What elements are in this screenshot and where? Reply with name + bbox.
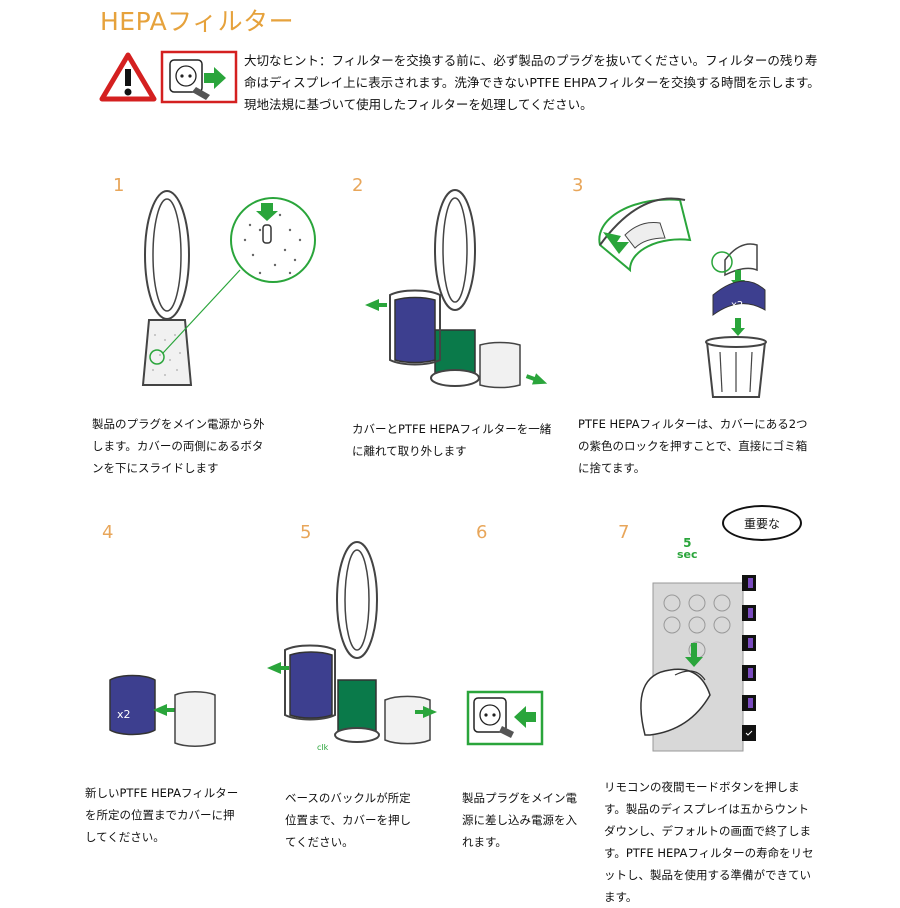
remote-night-mode-icon: [640, 575, 756, 752]
sec-number: 5: [683, 536, 692, 550]
step5-illustration: clk: [267, 541, 437, 752]
step-number-4: 4: [102, 522, 114, 543]
step-number-6: 6: [476, 522, 488, 543]
warning-triangle-icon: [99, 50, 238, 104]
important-badge: 重要な: [722, 505, 802, 541]
five-seconds-label: 5 sec: [677, 536, 698, 561]
step-number-5: 5: [300, 522, 312, 543]
clk-label: clk: [317, 743, 329, 752]
step-text-7: リモコンの夜間モードボタンを押します。製品のディスプレイは五からウントダウンし、…: [604, 780, 814, 904]
step-number-1: 1: [113, 175, 125, 196]
page-title: HEPAフィルター: [100, 7, 295, 36]
x2-label-step4: x2: [117, 708, 131, 721]
step-text-2: カバーとPTFE HEPAフィルターを一緒に離れて取り外します: [352, 422, 552, 458]
step-text-4: 新しいPTFE HEPAフィルターを所定の位置までカバーに押してください。: [85, 786, 239, 844]
sec-unit: sec: [677, 548, 698, 561]
step4-illustration: x2: [109, 674, 216, 747]
step-number-7: 7: [618, 522, 630, 543]
x2-label-step3: x2: [731, 300, 743, 311]
step-text-1: 製品のプラグをメイン電源から外します。カバーの両側にあるボタンを下にスライドしま…: [92, 417, 265, 475]
important-hint: 大切なヒント：フィルターを交換する前に、必ず製品のプラグを抜いてください。フィル…: [244, 53, 820, 112]
step2-illustration: [365, 189, 548, 389]
step-text-5: ベースのバックルが所定位置まで、カバーを押してください。: [285, 791, 412, 849]
step-text-6: 製品プラグをメイン電源に差し込み電源を入れます。: [462, 791, 577, 849]
step-number-3: 3: [572, 175, 584, 196]
step3-illustration: x2: [598, 197, 767, 398]
step-number-2: 2: [352, 175, 364, 196]
warning-icons: [98, 49, 238, 109]
plug-in-socket-icon: [466, 690, 544, 746]
unplug-socket-icon: [160, 50, 238, 104]
step1-illustration: [141, 190, 316, 386]
step-text-3: PTFE HEPAフィルターは、カバーにある2つの紫色のロックを押すことで、直接…: [578, 417, 808, 475]
